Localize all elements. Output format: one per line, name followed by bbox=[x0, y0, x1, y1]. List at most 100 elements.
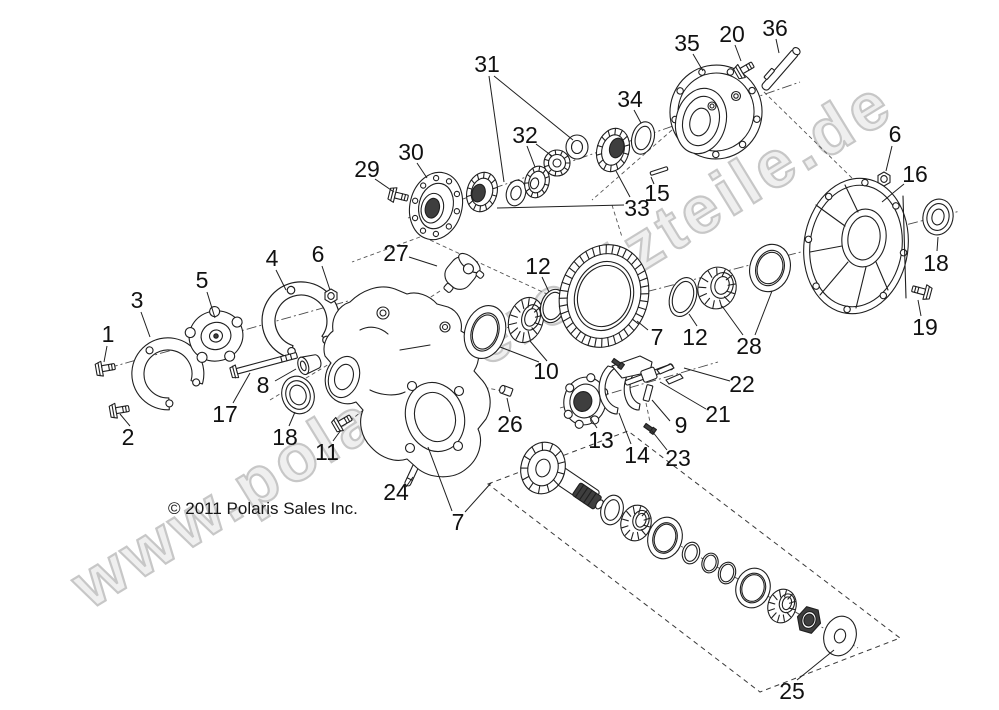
callout-9: 9 bbox=[675, 412, 688, 438]
leader-line-13 bbox=[588, 415, 598, 429]
leader-line-6 bbox=[321, 265, 331, 291]
side-gear-33a bbox=[466, 171, 498, 213]
nut-6-left bbox=[324, 288, 338, 304]
bolt-2 bbox=[108, 400, 131, 420]
leader-line-11 bbox=[332, 429, 342, 442]
pinion-bearing-front bbox=[620, 504, 652, 542]
callout-18: 18 bbox=[272, 424, 298, 450]
callout-23: 23 bbox=[665, 445, 691, 471]
callout-30: 30 bbox=[398, 139, 424, 165]
leader-line-35 bbox=[692, 53, 704, 72]
bolt-19 bbox=[909, 280, 934, 302]
leader-line-36 bbox=[775, 38, 780, 54]
callout-27: 27 bbox=[383, 240, 409, 266]
leader-line-12 bbox=[541, 276, 550, 293]
leader-line-31 bbox=[493, 75, 574, 141]
side-gear-33b bbox=[595, 127, 631, 173]
bolt-29 bbox=[386, 185, 411, 207]
leader-line-19 bbox=[917, 299, 922, 317]
leader-line-5 bbox=[206, 291, 216, 319]
plug-26 bbox=[499, 384, 514, 397]
pin-15 bbox=[649, 166, 669, 176]
leader-line-16 bbox=[881, 183, 905, 203]
sensor-27 bbox=[443, 252, 485, 293]
leader-line-27 bbox=[408, 256, 438, 267]
callout-5: 5 bbox=[196, 267, 209, 293]
hub-35 bbox=[669, 64, 763, 160]
bolt-1 bbox=[94, 358, 117, 378]
callout-15: 15 bbox=[644, 180, 670, 206]
leader-line-34 bbox=[633, 109, 642, 124]
shim-p6 bbox=[717, 561, 737, 585]
nut-6-right bbox=[877, 171, 891, 187]
leader-line-15 bbox=[650, 176, 655, 185]
callout-8: 8 bbox=[257, 372, 270, 398]
seal-18-right bbox=[922, 198, 954, 236]
leader-line-25 bbox=[796, 649, 835, 681]
callout-2: 2 bbox=[122, 424, 135, 450]
leader-line-20 bbox=[734, 44, 742, 62]
callout-26: 26 bbox=[497, 411, 523, 437]
leader-line-7 bbox=[464, 482, 492, 513]
bearing-10 bbox=[507, 296, 545, 344]
dowel-pin-36 bbox=[761, 47, 801, 91]
callout-18: 18 bbox=[923, 250, 949, 276]
callout-21: 21 bbox=[705, 401, 731, 427]
detent-pin-9 bbox=[642, 384, 654, 402]
leader-line-4 bbox=[275, 269, 287, 291]
callout-14: 14 bbox=[624, 442, 650, 468]
leader-line-33 bbox=[615, 170, 631, 198]
detent-clips-22 bbox=[656, 363, 684, 385]
thrust-washer-31a bbox=[505, 179, 527, 207]
callout-7: 7 bbox=[651, 324, 664, 350]
callout-11: 11 bbox=[315, 439, 339, 465]
leader-line-2 bbox=[119, 413, 131, 427]
cover-16 bbox=[803, 177, 909, 315]
callout-6: 6 bbox=[312, 241, 325, 267]
callout-1: 1 bbox=[102, 321, 115, 347]
callout-24: 24 bbox=[383, 479, 409, 505]
pinion-gear-32a bbox=[524, 165, 550, 199]
callout-3: 3 bbox=[131, 287, 144, 313]
leader-line-33 bbox=[496, 204, 625, 209]
bearing-race-10 bbox=[463, 305, 507, 359]
callout-6: 6 bbox=[889, 121, 902, 147]
mount-5 bbox=[184, 305, 244, 363]
callout-13: 13 bbox=[588, 427, 614, 453]
pinion-gear-32b bbox=[543, 149, 571, 177]
leader-line-12 bbox=[688, 313, 698, 327]
callout-33: 33 bbox=[624, 195, 650, 221]
bearing-28 bbox=[697, 266, 737, 310]
pinion-shaft-7 bbox=[520, 441, 604, 510]
leader-line-18 bbox=[936, 236, 939, 252]
leader-line-23 bbox=[651, 430, 668, 451]
leader-line-28 bbox=[721, 305, 744, 336]
leader-line-1 bbox=[103, 345, 108, 363]
callout-4: 4 bbox=[266, 245, 279, 271]
leader-line-14 bbox=[618, 412, 632, 445]
set-screw-23b bbox=[643, 422, 658, 436]
leader-line-24 bbox=[405, 476, 414, 488]
seal-18-left bbox=[281, 375, 315, 415]
washer-p1 bbox=[600, 494, 624, 526]
callout-19: 19 bbox=[912, 314, 938, 340]
pinion-nut bbox=[796, 606, 822, 634]
leader-line-30 bbox=[416, 162, 428, 179]
set-screw-23a bbox=[611, 357, 626, 371]
leader-line-9 bbox=[651, 399, 671, 422]
callout-16: 16 bbox=[902, 161, 928, 187]
leader-line-10 bbox=[529, 340, 548, 362]
leader-line-26 bbox=[506, 397, 511, 413]
pinion-shaft-group-box bbox=[486, 430, 902, 693]
leader-line-32 bbox=[526, 145, 536, 168]
washer-34 bbox=[630, 121, 656, 155]
callout-35: 35 bbox=[674, 30, 700, 56]
leader-line-18 bbox=[288, 411, 296, 427]
leader-line-29 bbox=[374, 178, 395, 193]
shift-fork-14 bbox=[598, 355, 653, 415]
gearcase-housing-7 bbox=[323, 286, 491, 478]
pinion-race-rear bbox=[735, 567, 771, 609]
callout-34: 34 bbox=[617, 86, 643, 112]
